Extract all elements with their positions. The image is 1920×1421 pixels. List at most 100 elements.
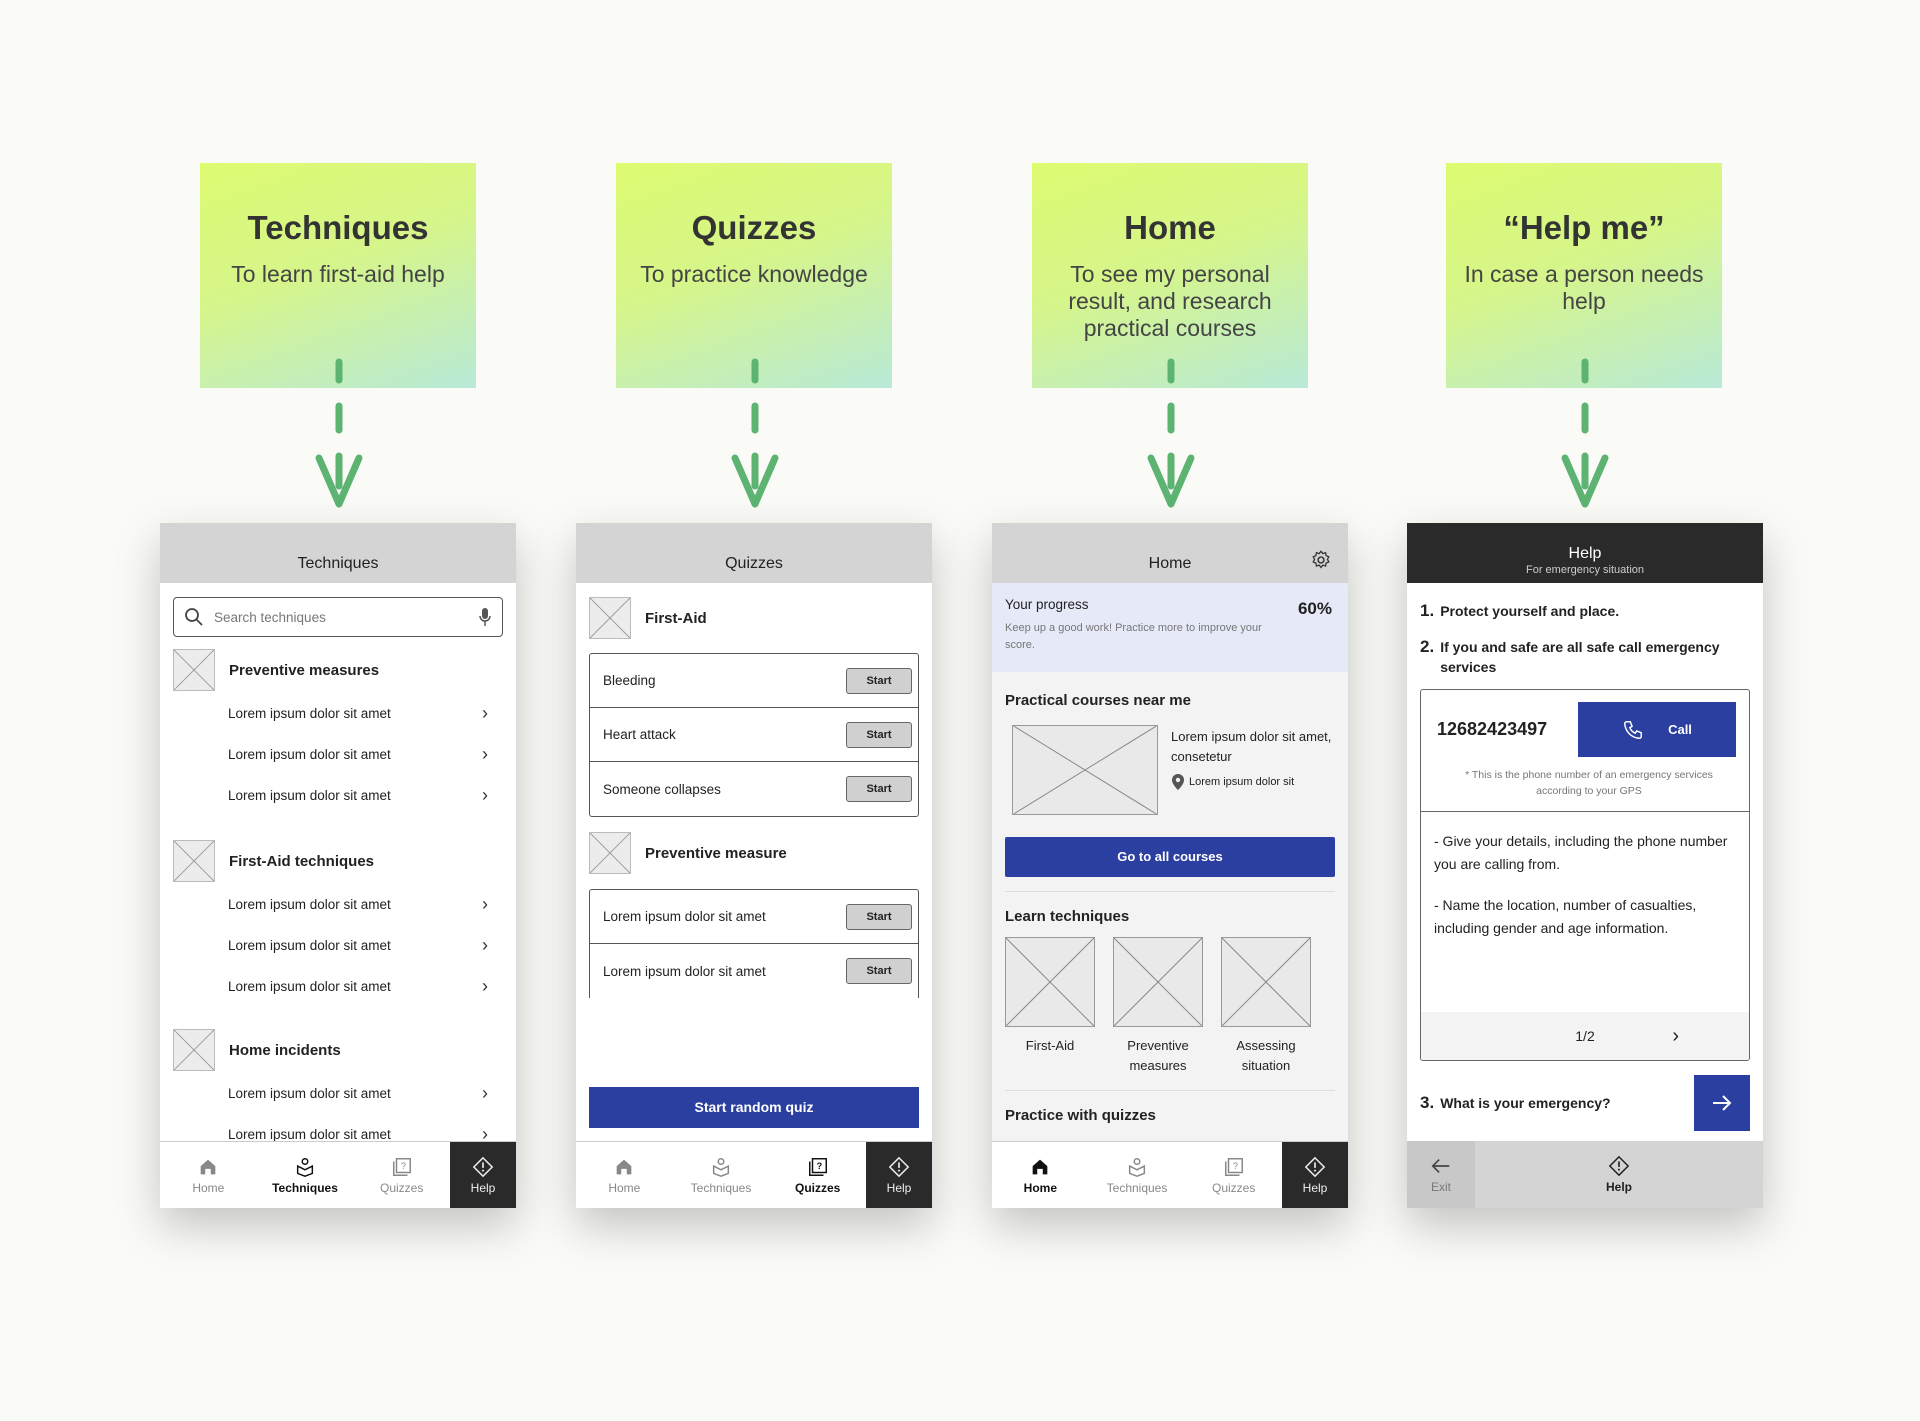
svg-text:?: ? [1233,1160,1238,1170]
list-item-label: Lorem ipsum dolor sit amet [228,897,391,912]
note-home: Home To see my personal result, and rese… [1032,163,1308,388]
list-item[interactable]: Lorem ipsum dolor sit amet› [160,966,516,1007]
call-button[interactable]: Call [1578,702,1736,757]
list-item[interactable]: Lorem ipsum dolor sit amet› [160,925,516,966]
start-random-quiz-button[interactable]: Start random quiz [589,1087,919,1128]
screen-title: Home [1148,555,1192,572]
gear-icon[interactable] [1310,549,1332,571]
nav-help[interactable]: Help [1282,1142,1348,1208]
list-item[interactable]: Lorem ipsum dolor sit amet› [160,693,516,734]
arrow-down-icon [1561,358,1609,508]
section-title: Preventive measures [229,661,380,679]
home-icon [1032,1159,1048,1174]
note-title: Quizzes [691,209,817,246]
course-location: Lorem ipsum dolor sit [1189,776,1295,788]
list-item[interactable]: Lorem ipsum dolor sit amet› [160,734,516,775]
note-title: Techniques [247,209,429,246]
nav-label: Home [1023,1180,1057,1195]
learn-card[interactable]: Assessing situation [1221,937,1311,1076]
quizzes-icon: ? [1224,1157,1243,1176]
home-icon [200,1159,216,1174]
nav-techniques[interactable]: Techniques [1089,1142,1186,1208]
course-image-placeholder [1012,725,1158,815]
nav-quizzes[interactable]: ?Quizzes [1185,1142,1282,1208]
help-diamond-icon [1304,1156,1326,1177]
location-pin-icon [1172,774,1184,790]
note-help: “Help me” In case a person needs help [1446,163,1722,388]
list-item[interactable]: Lorem ipsum dolor sit amet› [160,884,516,925]
practice-quizzes-title: Practice with quizzes [1005,1107,1156,1124]
start-button[interactable]: Start [846,721,912,748]
nav-help[interactable]: Help [866,1142,932,1208]
quiz-group-header: First-Aid [576,583,932,653]
home-icon [616,1159,632,1174]
start-button[interactable]: Start [846,958,912,984]
screen-title: Help [1568,545,1602,562]
tip-1: - Give your details, including the phone… [1434,833,1728,872]
svg-text:?: ? [816,1160,822,1170]
search-bar[interactable]: Search techniques [173,597,503,637]
image-placeholder-icon [1221,937,1311,1027]
quiz-group-title: First-Aid [645,609,707,627]
call-label: Call [1668,722,1692,737]
nav-help[interactable]: Help [1475,1141,1763,1208]
learn-techniques-title: Learn techniques [1005,908,1130,925]
section-header: First-Aid techniques [160,838,516,884]
start-button[interactable]: Start [846,776,912,802]
go-to-all-courses-button[interactable]: Go to all courses [1005,837,1335,877]
list-item[interactable]: Lorem ipsum dolor sit amet› [160,1073,516,1114]
microphone-icon[interactable] [478,607,492,627]
list-item-label: Lorem ipsum dolor sit amet [228,788,391,803]
learn-card-label: First-Aid [1025,1038,1075,1053]
note-subtitle: To practice knowledge [640,261,868,287]
quiz-label: Someone collapses [603,781,721,797]
nav-techniques[interactable]: Techniques [257,1142,354,1208]
nav-techniques[interactable]: Techniques [673,1142,770,1208]
list-item[interactable]: Lorem ipsum dolor sit amet› [160,1114,516,1155]
chevron-right-icon[interactable]: › [1672,1024,1679,1047]
nav-help[interactable]: Help [450,1142,516,1208]
chevron-right-icon: › [482,935,488,955]
chevron-right-icon: › [482,744,488,764]
bottom-nav: Home Techniques ?Quizzes Help [992,1141,1348,1208]
courses-title: Practical courses near me [1005,692,1191,709]
nav-exit[interactable]: Exit [1407,1141,1475,1208]
image-placeholder-icon [173,1029,215,1071]
step-text: If you and safe are all safe call emerge… [1440,639,1720,675]
techniques-screen: Techniques Search techniques Preventive … [160,523,516,1208]
phone-icon [1624,720,1643,739]
nav-label: Help [1605,1180,1632,1194]
image-placeholder-icon [1113,937,1203,1027]
list-item-label: Lorem ipsum dolor sit amet [228,1086,391,1101]
learn-card[interactable]: Preventive measures [1113,937,1203,1076]
nav-quizzes[interactable]: ?Quizzes [769,1142,866,1208]
progress-text: Keep up a good work! Practice more to im… [1005,622,1262,651]
section-header: Preventive measures [160,647,516,693]
list-item-label: Lorem ipsum dolor sit amet [228,1127,391,1142]
nav-home[interactable]: Home [160,1142,257,1208]
bottom-nav: Home Techniques ?Quizzes Help [576,1141,932,1208]
nav-quizzes[interactable]: ?Quizzes [353,1142,450,1208]
note-subtitle: To see my personal result, and research … [1068,261,1272,341]
image-placeholder-icon [1005,937,1095,1027]
note-title: “Help me” [1503,209,1665,246]
start-button[interactable]: Start [846,903,912,930]
screen-header: Help For emergency situation [1407,523,1763,583]
emergency-card: 12682423497 Call * This is the phone num… [1420,689,1750,1061]
image-placeholder-icon [173,649,215,691]
course-card[interactable]: Lorem ipsum dolor sit amet, consetetur L… [1012,725,1335,815]
nav-label: Techniques [1106,1180,1168,1195]
nav-label: Quizzes [380,1180,424,1195]
list-item[interactable]: Lorem ipsum dolor sit amet› [160,775,516,816]
nav-label: Home [192,1180,225,1195]
start-button[interactable]: Start [846,667,912,694]
nav-home[interactable]: Home [992,1142,1089,1208]
search-input[interactable]: Search techniques [214,609,326,625]
nav-home[interactable]: Home [576,1142,673,1208]
next-arrow-button[interactable] [1694,1075,1750,1131]
list-item-label: Lorem ipsum dolor sit amet [228,979,391,994]
learn-card[interactable]: First-Aid [1005,937,1095,1076]
